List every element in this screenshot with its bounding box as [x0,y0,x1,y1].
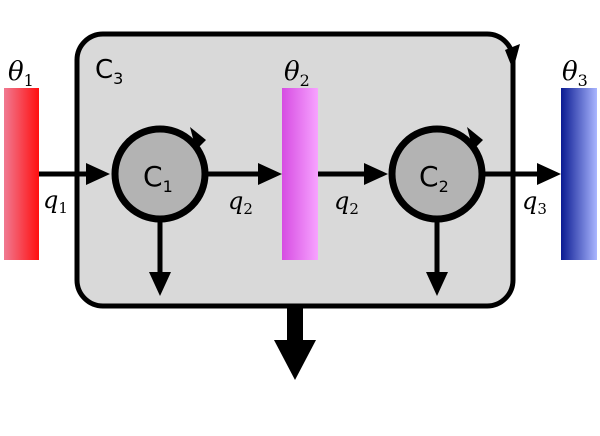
reservoir-theta2 [282,88,318,260]
q3-label: q3 [522,187,547,218]
c3-rotation-arrow-icon [505,44,520,70]
flow-q1-arrowhead [86,163,110,185]
c1-loss-arrowhead [149,272,171,296]
c1-label: C1 [143,160,173,196]
theta3-label: θ3 [562,57,588,90]
flow-q2b-arrowhead [364,163,388,185]
reservoir-theta3 [561,88,597,260]
flow-q3-arrowhead [537,163,561,185]
c3-loss-arrowhead [274,340,316,380]
theta2-label: θ2 [284,57,310,90]
q2b-label: q2 [334,187,359,218]
c3-loss-shaft [287,306,303,344]
q1-label: q1 [43,186,68,217]
reservoir-theta1 [4,88,39,260]
flow-q2a-arrowhead [258,163,282,185]
q2a-label: q2 [228,187,253,218]
theta1-label: θ1 [8,57,34,90]
c2-rotation-arrow-icon [467,127,483,150]
c2-loss-arrowhead [426,272,448,296]
c2-label: C2 [419,160,449,196]
c1-rotation-arrow-icon [190,127,206,150]
c3-label: C3 [95,55,123,88]
